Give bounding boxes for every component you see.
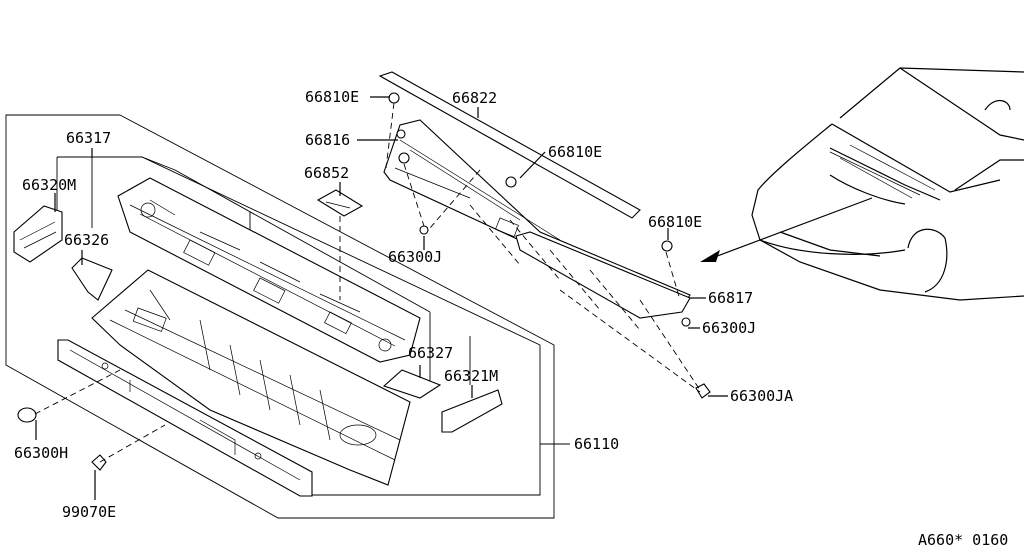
label-66300J-right: 66300J	[702, 319, 756, 337]
leader-lines-right	[357, 96, 728, 397]
label-66327: 66327	[408, 344, 453, 362]
diagram-code: A660* 0160	[918, 531, 1008, 549]
label-66852: 66852	[304, 164, 349, 182]
label-66326: 66326	[64, 231, 109, 249]
fasteners-right	[388, 92, 711, 399]
plug-66300H	[17, 407, 37, 423]
clip-99070E	[91, 454, 107, 471]
cowl-top-cover	[378, 71, 691, 311]
label-66810E-right: 66810E	[648, 213, 702, 231]
bracket-66327	[382, 369, 442, 399]
cowl-top-extension	[515, 231, 691, 319]
label-66300H: 66300H	[14, 444, 68, 462]
assembly-frame	[5, 114, 570, 519]
cowl-top-panel	[117, 177, 421, 363]
label-66320M: 66320M	[22, 176, 76, 194]
bracket-66326	[71, 257, 113, 301]
label-66810E-mid: 66810E	[548, 143, 602, 161]
dash-lower-panel	[57, 339, 313, 497]
label-99070E: 99070E	[62, 503, 116, 521]
label-66317: 66317	[66, 129, 111, 147]
bracket-66321M	[441, 389, 503, 433]
label-66300JA: 66300JA	[730, 387, 793, 405]
label-66321M: 66321M	[444, 367, 498, 385]
label-66822: 66822	[452, 89, 497, 107]
label-66300J-left: 66300J	[388, 248, 442, 266]
label-66110: 66110	[574, 435, 619, 453]
label-66817: 66817	[708, 289, 753, 307]
leader-lines-left	[34, 148, 473, 500]
grommet-66852	[316, 189, 364, 217]
vehicle-outline	[751, 67, 1024, 301]
dash-upper-panel	[91, 269, 411, 486]
label-66816: 66816	[305, 131, 350, 149]
side-bracket-left	[13, 205, 63, 263]
label-66810E-top: 66810E	[305, 88, 359, 106]
location-arrow	[700, 197, 873, 262]
